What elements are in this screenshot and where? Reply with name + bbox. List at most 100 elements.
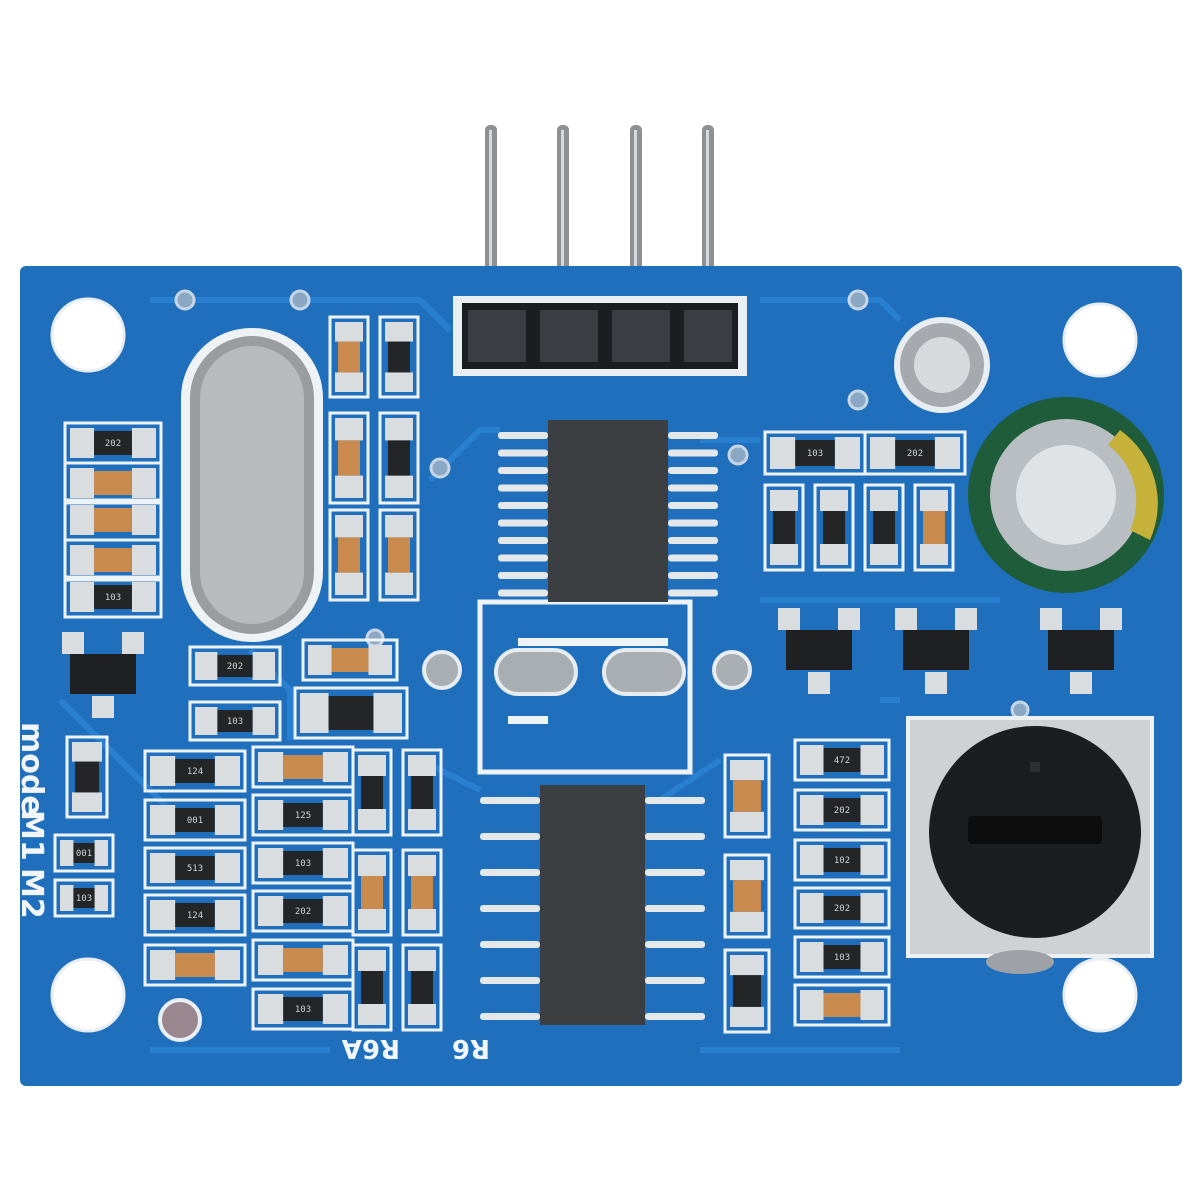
ic-pin	[480, 797, 540, 804]
smd-diode	[293, 686, 409, 740]
resistor-code: 124	[187, 767, 203, 777]
ic-pin	[480, 1013, 540, 1020]
smd-resistor	[378, 315, 420, 399]
smd-resistor: 125	[251, 793, 355, 837]
resistor-code: 001	[187, 816, 203, 826]
label-m2: M2	[14, 868, 49, 919]
resistor-code: 103	[807, 449, 823, 459]
label-mode: mode	[14, 722, 49, 816]
pin-highlight	[489, 130, 492, 350]
ic-pin	[668, 484, 718, 492]
resistor-code: 202	[834, 806, 850, 816]
resistor-code: 001	[76, 849, 92, 859]
smd-resistor: 103	[793, 935, 891, 979]
smd-resistor	[763, 483, 805, 572]
ic-pin	[645, 869, 705, 876]
vias	[158, 289, 1030, 1042]
smd-resistor: 001	[143, 798, 247, 842]
electrolytic-capacitor-large	[968, 397, 1164, 593]
smd-resistor: 103	[63, 575, 163, 619]
ic-body	[540, 785, 645, 1025]
resistor-code: 202	[834, 904, 850, 914]
ic-pin	[645, 905, 705, 912]
silkscreen-labels: mode M1 M2 R6A R6	[14, 722, 490, 1063]
sot23-transistor	[895, 608, 977, 694]
pin-header-housing	[453, 296, 747, 376]
smd-resistor: 103	[53, 878, 115, 918]
ic-pin	[480, 869, 540, 876]
smd-capacitor	[401, 848, 443, 937]
resistor-code: 202	[295, 907, 311, 917]
mounting-holes	[50, 297, 1138, 1033]
smd-resistor: 124	[143, 749, 247, 793]
smd-capacitor	[723, 853, 771, 939]
ic-pin	[668, 519, 718, 527]
resistor-code: 103	[295, 1005, 311, 1015]
smd-capacitor	[328, 411, 370, 505]
sot23-transistor	[62, 632, 144, 718]
ic-pin	[498, 467, 548, 474]
ic-pin	[498, 572, 548, 579]
smd-resistor	[351, 943, 393, 1032]
ic-pin	[668, 554, 718, 562]
smd-capacitor	[143, 943, 247, 987]
smd-resistor: 103	[251, 841, 355, 885]
label-r6: R6	[452, 1033, 490, 1063]
resistor-code: 472	[834, 756, 850, 766]
sot23-transistor	[778, 608, 860, 694]
ic-pin	[498, 484, 548, 492]
smd-resistor: 103	[188, 700, 282, 742]
smd-capacitor	[251, 745, 355, 789]
smd-resistor	[65, 735, 109, 819]
sot23-transistor	[1040, 608, 1122, 694]
smd-capacitor	[328, 508, 370, 602]
smd-resistor: 202	[793, 788, 891, 832]
ic-tssop20	[498, 420, 718, 602]
smd-resistor: 202	[188, 645, 282, 687]
smd-components: 202 103 202 103 124 001 513 124 125 103 202 103 001 1…	[53, 315, 1122, 1034]
smd-resistor: 124	[143, 893, 247, 937]
smd-resistor: 202	[63, 421, 163, 465]
resistor-code: 202	[907, 449, 923, 459]
smd-resistor: 202	[251, 889, 355, 933]
ic-pin	[668, 467, 718, 474]
ic-body	[548, 420, 668, 602]
smd-capacitor	[63, 461, 163, 505]
ic-pin	[480, 905, 540, 912]
resistor-code: 125	[295, 811, 311, 821]
ic-pin	[498, 432, 548, 439]
ic-pin	[498, 537, 548, 544]
smd-resistor	[863, 483, 905, 572]
pin-highlight	[561, 130, 564, 350]
resistor-code: 202	[227, 662, 243, 672]
resistor-code: 103	[76, 894, 92, 904]
smd-capacitor	[793, 983, 891, 1027]
smd-capacitor	[301, 638, 399, 682]
potentiometer	[906, 716, 1154, 974]
ic-pin	[668, 589, 718, 597]
transducer-pads	[422, 648, 752, 696]
resistor-code: 103	[295, 859, 311, 869]
smd-resistor: 001	[53, 833, 115, 873]
smd-resistor	[378, 411, 420, 505]
ic-pin	[645, 833, 705, 840]
ic-pin	[480, 941, 540, 948]
smd-capacitor	[351, 848, 393, 937]
ic-pin	[668, 449, 718, 457]
resistor-code: 103	[834, 953, 850, 963]
resistor-code: 513	[187, 864, 203, 874]
ic-pin	[498, 589, 548, 597]
ic-sop14	[480, 785, 705, 1025]
resistor-code: 124	[187, 911, 203, 921]
smd-resistor: 103	[763, 430, 867, 476]
ic-pin	[668, 502, 718, 509]
ic-pin	[668, 432, 718, 439]
label-m1: M1	[14, 810, 49, 861]
resistor-code: 202	[105, 439, 121, 449]
smd-capacitor	[723, 753, 771, 839]
smd-capacitor	[328, 315, 370, 399]
crystal-oscillator	[181, 328, 323, 642]
smd-resistor: 102	[793, 838, 891, 882]
ic-pin	[645, 797, 705, 804]
